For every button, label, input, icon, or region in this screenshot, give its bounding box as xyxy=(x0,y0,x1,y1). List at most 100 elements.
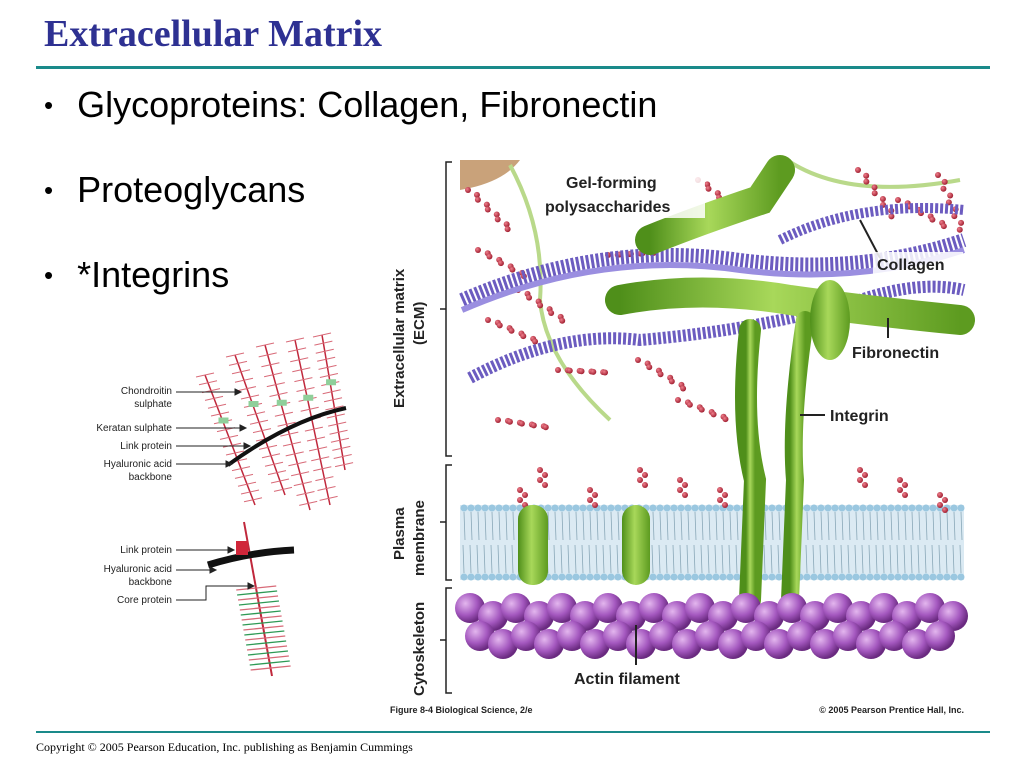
keratan-patch xyxy=(276,399,287,406)
polysaccharide-bead xyxy=(871,190,878,197)
keratan-patch xyxy=(326,379,337,386)
detail-side-chain xyxy=(246,645,288,651)
detail-side-chain xyxy=(242,620,283,626)
chondroitin-chain xyxy=(234,473,254,479)
keratan-label: Keratan sulphate xyxy=(96,423,172,434)
polysaccharide-bead xyxy=(474,196,481,203)
lipid-tail xyxy=(470,511,473,541)
glycan-bead xyxy=(717,487,723,493)
lipid-tail xyxy=(581,544,584,574)
chondroitin-chain xyxy=(258,444,278,450)
lipid-head xyxy=(607,573,615,581)
polysaccharide-bead xyxy=(879,196,886,203)
lipid-head xyxy=(509,573,517,581)
actin-subunit xyxy=(639,593,669,623)
lipid-tail xyxy=(840,544,843,574)
chondroitin-chain xyxy=(195,372,215,378)
polysaccharide-bead xyxy=(520,333,527,340)
lipid-head xyxy=(852,573,860,581)
detail-side-chain xyxy=(238,600,280,606)
lipid-tail xyxy=(476,544,479,574)
lipid-head xyxy=(824,573,832,581)
bullet-item: •Glycoproteins: Collagen, Fibronectin xyxy=(44,84,657,126)
polysaccharide-bead xyxy=(895,197,901,203)
polysaccharide-bead xyxy=(494,216,501,223)
lipid-head xyxy=(866,504,874,512)
chondroitin-chain xyxy=(263,372,283,378)
lipid-head xyxy=(957,504,965,512)
lipid-tail xyxy=(686,544,689,574)
glycan-bead xyxy=(902,482,908,488)
lipid-tail xyxy=(833,544,836,574)
polysaccharide-bead xyxy=(863,178,870,185)
lipid-tail xyxy=(826,544,829,574)
polysaccharide-bead xyxy=(497,260,504,267)
polysaccharide-bead xyxy=(493,211,500,218)
lipid-tail xyxy=(602,544,605,574)
polysaccharide-bead xyxy=(473,191,480,198)
lipid-head xyxy=(950,573,958,581)
polysaccharide-bead xyxy=(940,185,947,192)
chondroitin-chain xyxy=(315,348,334,354)
actin-subunit xyxy=(902,629,932,659)
polysaccharide-bead xyxy=(555,367,561,373)
chondroitin-chain xyxy=(308,446,328,452)
polysaccharide-bead xyxy=(566,367,573,374)
lipid-head xyxy=(873,504,881,512)
polysaccharide-bead xyxy=(578,368,585,375)
glycan-bead xyxy=(642,472,648,478)
actin-subunit xyxy=(731,593,761,623)
actin-filament xyxy=(455,593,968,659)
collagen-strand xyxy=(777,203,965,245)
lipid-tail xyxy=(729,511,732,541)
chondroitin-chain xyxy=(231,369,251,375)
lipid-head xyxy=(558,573,566,581)
lipid-head xyxy=(929,573,937,581)
lipid-tail xyxy=(567,544,570,574)
actin-subunit xyxy=(777,593,807,623)
lipid-head xyxy=(607,504,615,512)
core-protein xyxy=(294,339,331,506)
collagen-strand xyxy=(467,280,966,384)
polysaccharide-bead xyxy=(940,223,947,230)
lipid-tail xyxy=(959,544,962,574)
chondroitin-chain xyxy=(306,436,326,442)
polysaccharide-bead xyxy=(722,416,729,423)
lipid-tail xyxy=(827,511,830,541)
lipid-tail xyxy=(694,511,697,541)
bullet-text: Glycoproteins: Collagen, Fibronectin xyxy=(77,84,658,125)
lipid-tail xyxy=(574,544,577,574)
actin-subunit xyxy=(465,621,495,651)
lipid-head xyxy=(908,573,916,581)
lipid-head xyxy=(698,504,706,512)
lipid-tail xyxy=(603,511,606,541)
title-divider xyxy=(36,66,990,69)
keratan-patch xyxy=(248,401,259,407)
chondroitin-chain xyxy=(246,411,266,417)
lipid-head xyxy=(929,504,937,512)
lipid-head xyxy=(803,573,811,581)
lipid-head xyxy=(663,573,671,581)
chondroitin-chain xyxy=(225,352,245,358)
lipid-tail xyxy=(477,511,480,541)
lipid-tail xyxy=(896,544,899,574)
polysaccharide-bead xyxy=(506,418,513,425)
actin-subunit xyxy=(603,621,633,651)
lipid-head xyxy=(824,504,832,512)
lipid-head xyxy=(831,573,839,581)
chondroitin-chain xyxy=(304,426,324,432)
lipid-head xyxy=(936,573,944,581)
lipid-tail xyxy=(483,544,486,574)
actin-subunit xyxy=(626,629,656,659)
collagen-label: Collagen xyxy=(877,257,945,274)
polysaccharide-bead xyxy=(698,406,705,413)
polysaccharide-bead xyxy=(602,369,609,376)
lipid-head xyxy=(922,504,930,512)
actin-subunit xyxy=(925,621,955,651)
lipid-head xyxy=(705,573,713,581)
lipid-tail xyxy=(511,544,514,574)
lipid-tail xyxy=(764,511,767,541)
actin-subunit xyxy=(741,621,771,651)
lipid-tail xyxy=(665,544,668,574)
chondroitin-chain xyxy=(237,481,257,487)
